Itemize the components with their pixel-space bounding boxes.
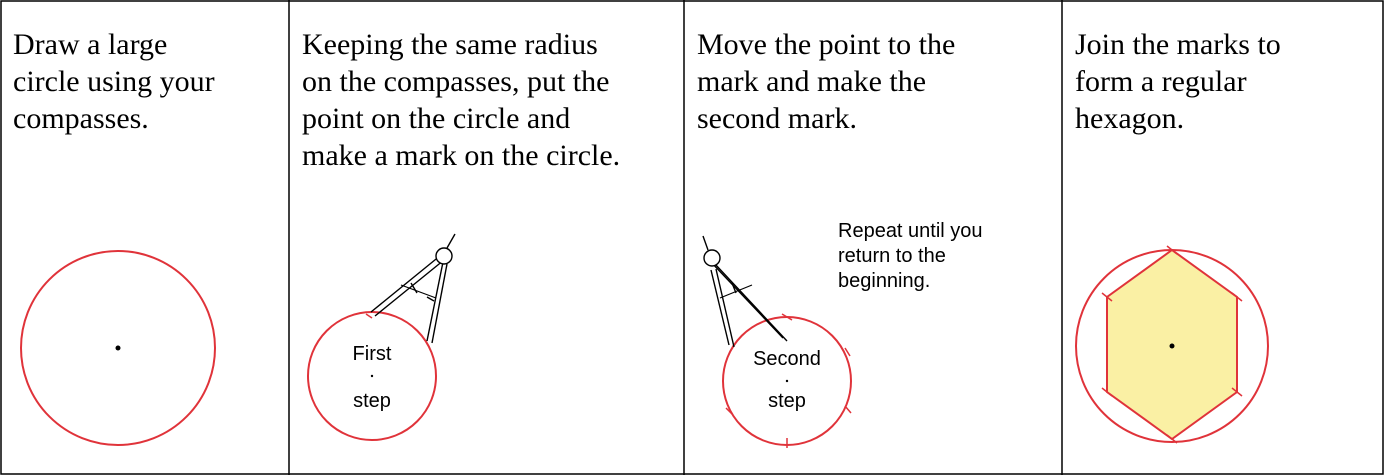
- step-2-center: [370, 374, 374, 378]
- step-3-cell: Move the point to the mark and make the …: [684, 0, 1062, 475]
- step-3-diagram: Second step Repeat until you return to t…: [702, 220, 983, 448]
- step-2-cell: Keeping the same radius on the compasses…: [289, 0, 684, 475]
- step-label-2: step: [353, 390, 391, 412]
- center-point: [115, 345, 121, 351]
- second-label: Second: [753, 348, 821, 370]
- compass-icon: [702, 235, 788, 348]
- repeat-note-line-2: return to the: [838, 245, 946, 267]
- step-1-cell: Draw a large circle using your compasses…: [0, 0, 289, 475]
- repeat-note-line-3: beginning.: [838, 270, 930, 292]
- step-4-center: [1169, 343, 1175, 349]
- first-label: First: [353, 343, 392, 365]
- step-label-3: step: [768, 390, 806, 412]
- step-4-cell: Join the marks to form a regular hexagon…: [1062, 0, 1384, 475]
- step-1-diagram: [20, 250, 216, 446]
- step-3-center: [785, 379, 789, 383]
- first-mark: [365, 313, 373, 319]
- step-4-diagram: [1075, 245, 1269, 444]
- repeat-note-line-1: Repeat until you: [838, 220, 983, 242]
- step-2-diagram: First step: [307, 233, 456, 441]
